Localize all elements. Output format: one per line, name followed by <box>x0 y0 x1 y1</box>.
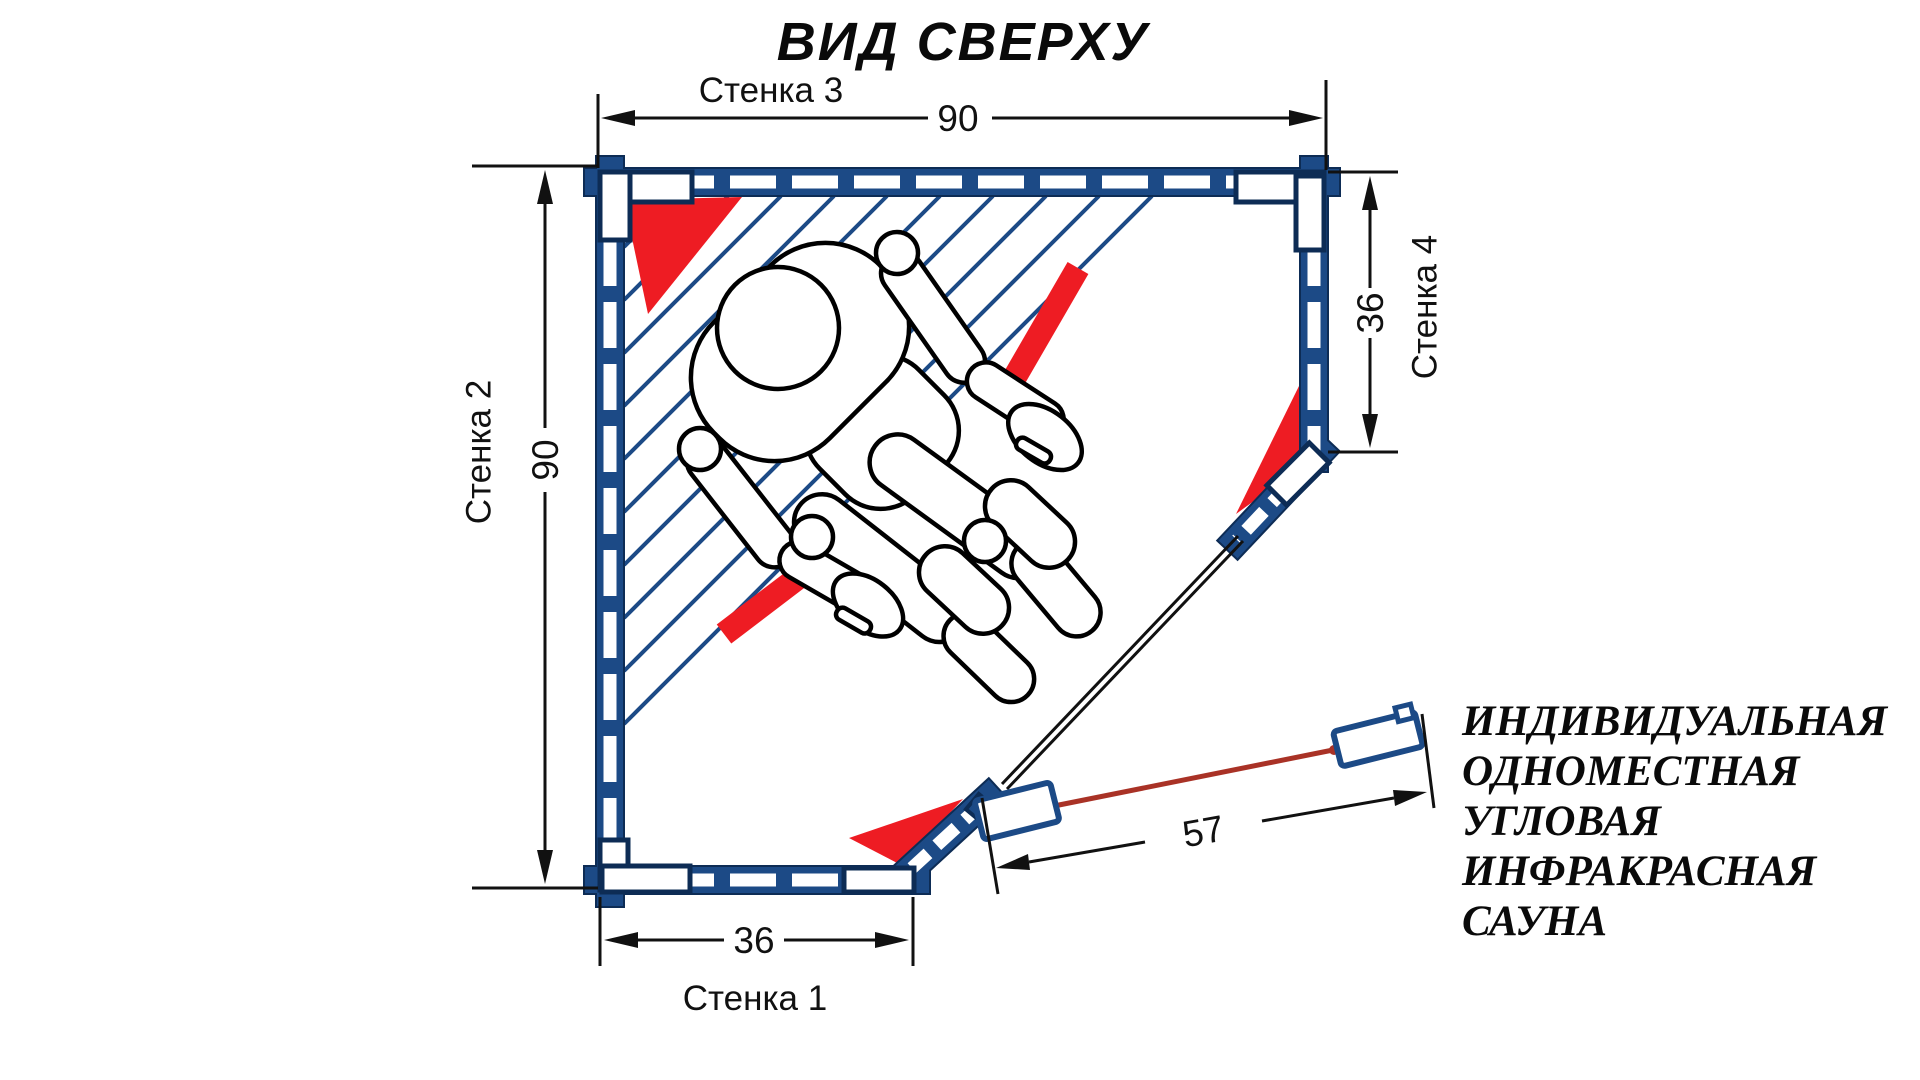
caption-line-4: ИНФРАКРАСНАЯ <box>1461 848 1818 895</box>
corner-post-bottom-left-b <box>599 863 693 895</box>
dimension-wall3-90: 90 Стенка 3 <box>596 71 1328 170</box>
dimension-value-57-door: 57 <box>1179 808 1227 856</box>
arrow-down <box>1362 414 1378 448</box>
dimension-door-57: 57 <box>980 713 1436 895</box>
dimension-wall1-36: 36 Стенка 1 <box>598 897 915 1018</box>
door-stile-hinge-side <box>972 780 1062 842</box>
wall-2-label: Стенка 2 <box>459 380 498 524</box>
arrow-right <box>1289 110 1323 126</box>
figure-right-shoulder <box>873 229 921 277</box>
dimension-line <box>1028 840 1146 864</box>
dimension-wall2-90: 90 Стенка 2 <box>459 164 598 890</box>
seated-person-figure <box>676 229 1103 705</box>
caption-line-2: ОДНОМЕСТНАЯ <box>1462 748 1801 795</box>
figure-right-knee <box>982 478 1078 570</box>
arrow-left <box>604 932 638 948</box>
page-title: ВИД СВЕРХУ <box>777 12 1151 72</box>
heater-right-corner <box>1236 386 1299 514</box>
arrow-down <box>537 850 553 884</box>
door-panel-edge <box>1051 746 1341 809</box>
corner-post-top-right-b <box>1293 173 1327 253</box>
dimension-value-36-bottom: 36 <box>733 920 774 961</box>
infrared-heaters <box>624 197 1299 865</box>
wall-3-label: Стенка 3 <box>699 71 843 110</box>
figure-left-shin <box>941 610 1037 705</box>
figure-right-fingers <box>1013 435 1054 466</box>
corner-post-door <box>841 865 917 895</box>
wall-4-label: Стенка 4 <box>1405 235 1444 379</box>
heater-top-left-corner <box>624 197 742 314</box>
door-stile-handle-side <box>1330 709 1426 769</box>
arrow-up <box>1362 176 1378 210</box>
arrow-left <box>996 854 1030 870</box>
dimension-value-36-right: 36 <box>1350 292 1391 333</box>
arrow-up <box>537 170 553 204</box>
bench-hatch-line <box>622 194 783 355</box>
caption-block: ИНДИВИДУАЛЬНАЯ ОДНОМЕСТНАЯ УГЛОВАЯ ИНФРА… <box>1461 698 1888 945</box>
door-opening-line-inner <box>1005 539 1245 791</box>
sauna-walls <box>583 155 1342 908</box>
caption-line-1: ИНДИВИДУАЛЬНАЯ <box>1461 698 1888 745</box>
caption-line-5: САУНА <box>1462 898 1607 945</box>
corner-post-diagonal <box>1263 439 1333 509</box>
figure-left-fingers <box>833 605 874 636</box>
wall-1-label: Стенка 1 <box>683 979 827 1018</box>
heater-door-corner <box>849 799 963 865</box>
dimension-value-90-left: 90 <box>525 439 566 480</box>
door-handle-notch <box>1391 701 1417 725</box>
figure-right-joint-ball <box>961 517 1009 565</box>
extension-line <box>980 797 1000 895</box>
dimension-value-90-top: 90 <box>937 98 978 139</box>
dimension-line <box>1261 796 1395 823</box>
caption-line-3: УГЛОВАЯ <box>1462 798 1662 845</box>
figure-left-joint-ball <box>788 513 836 561</box>
figure-left-knee <box>916 544 1012 636</box>
figure-left-shoulder <box>676 425 724 473</box>
corner-post-top-left-b <box>597 169 633 243</box>
extension-line <box>1420 713 1436 809</box>
door-open <box>963 534 1426 842</box>
heater-bar-upper <box>1001 261 1089 389</box>
figure-head <box>714 264 842 392</box>
arrow-right <box>875 932 909 948</box>
arrow-right <box>1393 790 1427 806</box>
door-opening-line-outer <box>1000 534 1240 786</box>
arrow-left <box>601 110 635 126</box>
dimension-wall4-36: 36 Стенка 4 <box>1328 170 1444 454</box>
